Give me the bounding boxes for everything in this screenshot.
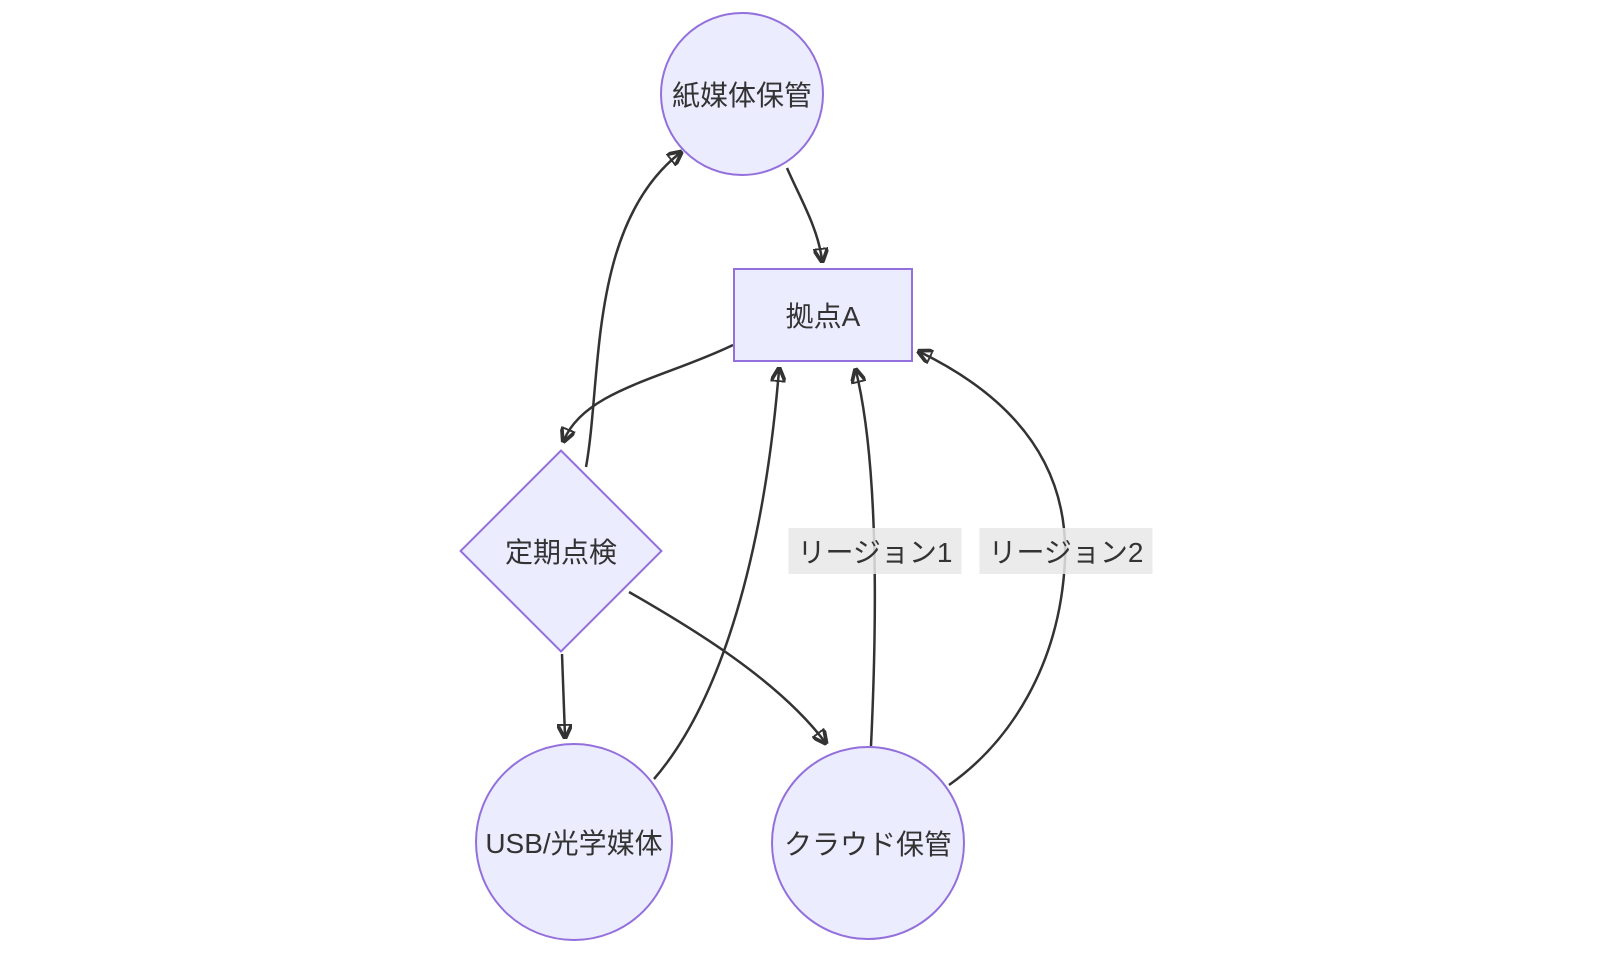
node-cloud-storage-label: クラウド保管	[783, 829, 952, 860]
node-paper-storage-label: 紙媒体保管	[671, 80, 812, 111]
edge-label-region1: リージョン1	[788, 528, 962, 574]
edge-usb-to-site-a	[653, 370, 779, 780]
edge-inspection-to-paper	[584, 153, 680, 468]
edge-inspection-to-cloud	[628, 590, 825, 742]
node-usb-optical-media: USB/光学媒体	[475, 743, 673, 941]
edge-inspection-to-usb	[562, 653, 565, 736]
node-site-a: 拠点A	[733, 268, 913, 362]
node-periodic-inspection-label: 定期点検	[504, 537, 618, 568]
edge-paper-to-site-a	[785, 167, 822, 260]
node-paper-storage: 紙媒体保管	[660, 12, 824, 176]
node-usb-optical-media-label: USB/光学媒体	[485, 828, 663, 859]
edge-label-region2: リージョン2	[979, 528, 1153, 574]
node-site-a-label: 拠点A	[785, 301, 861, 332]
edge-site-a-to-inspection	[564, 343, 734, 440]
node-cloud-storage: クラウド保管	[771, 746, 965, 940]
